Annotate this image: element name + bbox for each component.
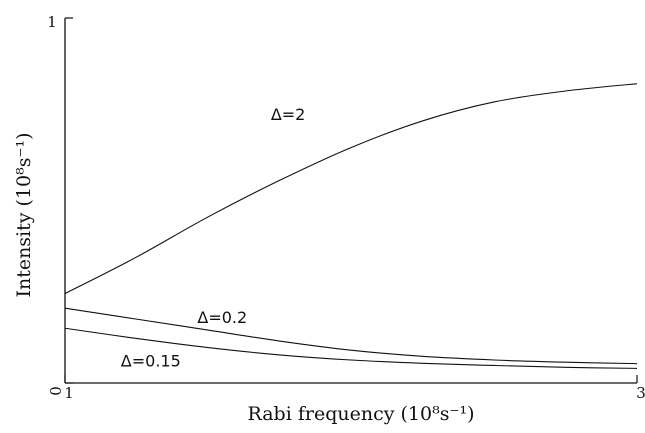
series-labels: Δ=2Δ=0.2Δ=0.15 bbox=[121, 105, 306, 370]
series-line-1 bbox=[64, 83, 638, 295]
y-axis-label: Intensity (10⁸s⁻¹) bbox=[13, 132, 35, 297]
curves bbox=[64, 83, 638, 369]
x-tick-label: 1 bbox=[64, 384, 74, 402]
series-label-3: Δ=0.15 bbox=[121, 352, 181, 371]
x-tick-label: 3 bbox=[636, 384, 645, 402]
series-label-1: Δ=2 bbox=[271, 105, 306, 124]
y-tick-label: 0 bbox=[47, 386, 65, 396]
series-line-3 bbox=[64, 327, 638, 369]
series-line-2 bbox=[64, 307, 638, 365]
series-label-2: Δ=0.2 bbox=[197, 308, 247, 327]
x-axis-label: Rabi frequency (10⁸s⁻¹) bbox=[247, 403, 474, 425]
axes bbox=[64, 18, 637, 384]
y-tick-label: 1 bbox=[47, 13, 57, 31]
